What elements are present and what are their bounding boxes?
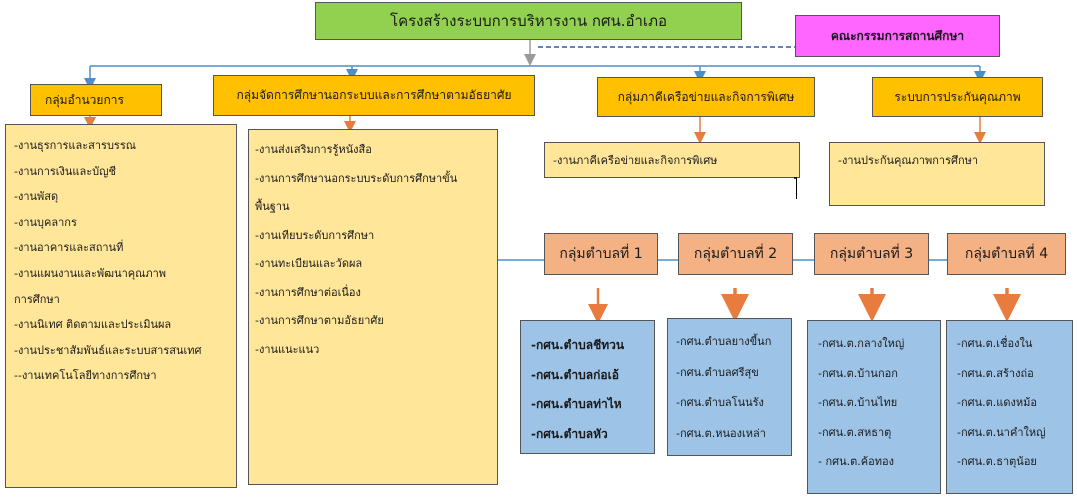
list-item: -กศน.ต.บ้านกอก bbox=[818, 366, 898, 380]
group-network-list: -งานภาคีเครือข่ายและกิจการพิเศษ bbox=[544, 142, 800, 178]
group-admin-label: กลุ่มอำนวยการ bbox=[45, 92, 124, 107]
list-item: -งานส่งเสริมการรู้หนังสือ bbox=[255, 143, 372, 156]
list-item: -งานแนะแนว bbox=[255, 342, 320, 356]
list-item: -งานประกันคุณภาพการศึกษา bbox=[838, 154, 979, 167]
tambon-group-2-list: -กศน.ตำบลยางขี้นก -กศน.ตำบลศรีสุข -กศน.ต… bbox=[667, 318, 792, 456]
list-item: -งานบุคลากร bbox=[14, 215, 77, 229]
group-education-label: กลุ่มจัดการศึกษานอกระบบและการศึกษาตามอัธ… bbox=[236, 88, 512, 102]
group-quality-header: ระบบการประกันคุณภาพ bbox=[872, 77, 1043, 117]
tambon-group-1-list: -กศน.ตำบลชีทวน -กศน.ตำบลก่อเอ้ -กศน.ตำบล… bbox=[520, 320, 655, 454]
tambon-group-4-list: -กศน.ต.เชื่องใน -กศน.ต.สร้างถ่อ -กศน.ต.แ… bbox=[946, 320, 1073, 494]
list-item: -กศน.ตำบลศรีสุข bbox=[676, 365, 759, 379]
group-admin-list: -งานธุรการและสารบรรณ -งานการเงินและบัญชี… bbox=[5, 124, 237, 488]
group-quality-label: ระบบการประกันคุณภาพ bbox=[894, 89, 1021, 104]
list-item: -กศน.ต.สร้างถ่อ bbox=[957, 366, 1034, 380]
list-item: -งานธุรการและสารบรรณ bbox=[14, 139, 136, 152]
tambon-group-3-list: -กศน.ต.กลางใหญ่ -กศน.ต.บ้านกอก -กศน.ต.บ้… bbox=[807, 320, 941, 494]
group-education-header: กลุ่มจัดการศึกษานอกระบบและการศึกษาตามอัธ… bbox=[213, 75, 535, 116]
tambon-group-4-label: กลุ่มตำบลที่ 4 bbox=[964, 246, 1049, 262]
list-item: -งานเทียบระดับการศึกษา bbox=[255, 228, 375, 242]
list-item: -กศน.ตำบลท่าไห bbox=[531, 397, 622, 411]
list-item: -งานอาคารและสถานที่ bbox=[14, 241, 124, 255]
list-item: -งานพัสดุ bbox=[14, 190, 59, 204]
tambon-group-1-header: กลุ่มตำบลที่ 1 bbox=[544, 233, 658, 275]
committee-box: คณะกรรมการสถานศึกษา bbox=[795, 15, 1000, 57]
list-item: -งานภาคีเครือข่ายและกิจการพิเศษ bbox=[553, 154, 718, 167]
list-item: -กศน.ตำบลชีทวน bbox=[531, 338, 625, 352]
list-item: -กศน.ตำบลก่อเอ้ bbox=[531, 367, 619, 382]
chart-title: โครงสร้างระบบการบริหารงาน กศน.อำเภอ bbox=[315, 2, 742, 40]
text-cursor-icon bbox=[794, 177, 797, 199]
tambon-group-3-label: กลุ่มตำบลที่ 3 bbox=[829, 246, 914, 262]
list-item: -กศน.ต.ธาตุน้อย bbox=[957, 455, 1037, 468]
committee-label: คณะกรรมการสถานศึกษา bbox=[830, 28, 965, 43]
list-item: การศึกษา bbox=[14, 292, 60, 306]
tambon-group-1-label: กลุ่มตำบลที่ 1 bbox=[559, 246, 643, 262]
list-item: -กศน.ตำบลโนนรัง bbox=[676, 396, 764, 409]
list-item: -กศน.ต.หนองเหล่า bbox=[676, 426, 766, 440]
list-item: -งานแผนงานและพัฒนาคุณภาพ bbox=[14, 266, 167, 280]
group-network-header: กลุ่มภาคีเครือข่ายและกิจการพิเศษ bbox=[597, 77, 815, 117]
list-item: -งานทะเบียนและวัดผล bbox=[255, 257, 363, 270]
list-item: - กศน.ต.ค้อทอง bbox=[818, 455, 894, 468]
list-item: พื้นฐาน bbox=[255, 200, 290, 213]
group-network-label: กลุ่มภาคีเครือข่ายและกิจการพิเศษ bbox=[617, 89, 795, 104]
chart-title-text: โครงสร้างระบบการบริหารงาน กศน.อำเภอ bbox=[390, 12, 667, 30]
tambon-group-3-header: กลุ่มตำบลที่ 3 bbox=[814, 233, 929, 275]
list-item: -กศน.ต.กลางใหญ่ bbox=[818, 337, 905, 350]
list-item: -กศน.ต.เชื่องใน bbox=[957, 337, 1033, 350]
list-item: -กศน.ต.บ้านไทย bbox=[818, 396, 898, 409]
list-item: -งานการศึกษาตามอัธยาศัย bbox=[255, 314, 384, 327]
list-item: -กศน.ต.สหธาตุ bbox=[818, 425, 892, 439]
tambon-group-2-label: กลุ่มตำบลที่ 2 bbox=[693, 246, 778, 262]
list-item: -กศน.ตำบลยางขี้นก bbox=[676, 335, 772, 348]
tambon-group-2-header: กลุ่มตำบลที่ 2 bbox=[678, 233, 793, 275]
list-item: --งานเทคโนโลยีทางการศึกษา bbox=[14, 369, 157, 383]
list-item: -งานประชาสัมพันธ์และระบบสารสนเทศ bbox=[14, 343, 202, 357]
list-item: -งานการศึกษานอกระบบระดับการศึกษาขั้น bbox=[255, 171, 458, 185]
list-item: -กศน.ตำบลหัว bbox=[531, 426, 608, 441]
list-item: -งานการศึกษาต่อเนื่อง bbox=[255, 285, 361, 299]
list-item: -กศน.ต.แดงหม้อ bbox=[957, 396, 1037, 409]
group-admin-header: กลุ่มอำนวยการ bbox=[30, 84, 162, 116]
group-quality-list: -งานประกันคุณภาพการศึกษา bbox=[829, 142, 1045, 206]
list-item: -งานนิเทศ ติดตามและประเมินผล bbox=[14, 318, 172, 332]
list-item: -กศน.ต.นาคำใหญ่ bbox=[957, 425, 1046, 439]
group-education-list: -งานส่งเสริมการรู้หนังสือ -งานการศึกษานอ… bbox=[248, 129, 498, 485]
list-item: -งานการเงินและบัญชี bbox=[14, 164, 116, 178]
tambon-group-4-header: กลุ่มตำบลที่ 4 bbox=[947, 233, 1066, 275]
